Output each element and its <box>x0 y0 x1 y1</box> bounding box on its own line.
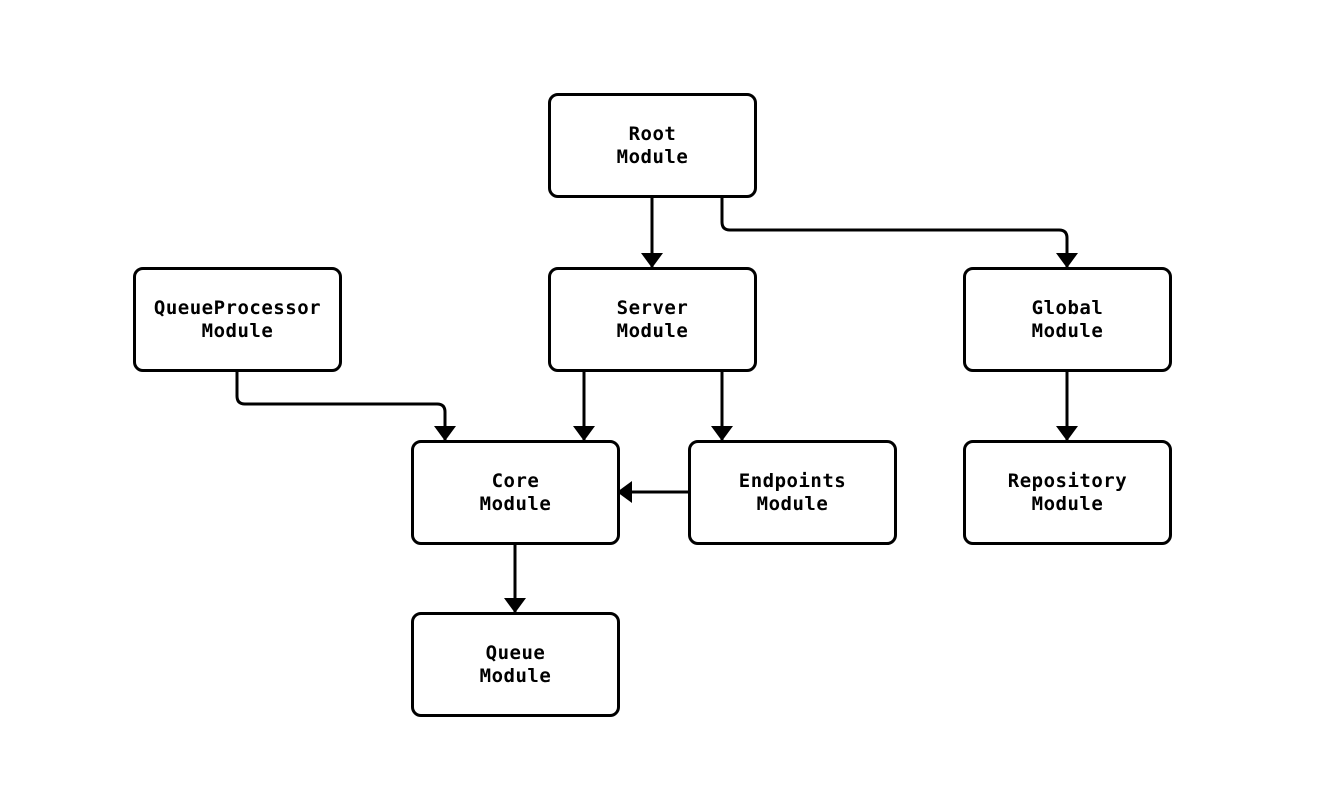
node-label-line: Module <box>1031 492 1104 515</box>
node-label-line: Root <box>628 122 677 145</box>
node-label: Core Module <box>480 470 552 516</box>
node-label-line: Queue <box>485 641 546 664</box>
node-global-module: Global Module <box>963 267 1172 372</box>
node-label-line: Module <box>1031 319 1104 342</box>
node-label-line: Module <box>479 664 552 687</box>
node-label-line: Module <box>616 145 689 168</box>
node-endpoints-module: Endpoints Module <box>688 440 897 545</box>
node-label: Global Module <box>1032 297 1104 343</box>
node-queue-module: Queue Module <box>411 612 620 717</box>
node-server-module: Server Module <box>548 267 757 372</box>
node-label-line: Module <box>616 319 689 342</box>
node-label: Queue Module <box>480 642 552 688</box>
node-label: Root Module <box>617 123 689 169</box>
node-label-line: QueueProcessor <box>153 296 322 319</box>
node-label-line: Repository <box>1007 469 1128 492</box>
node-repository-module: Repository Module <box>963 440 1172 545</box>
node-label-line: Module <box>201 319 274 342</box>
node-core-module: Core Module <box>411 440 620 545</box>
node-label-line: Module <box>756 492 829 515</box>
node-label: Endpoints Module <box>739 470 846 516</box>
node-label: QueueProcessor Module <box>154 297 321 343</box>
node-label-line: Core <box>491 469 540 492</box>
edge-queueprocessor-to-core <box>235 372 456 441</box>
node-label: Server Module <box>617 297 689 343</box>
node-label-line: Endpoints <box>738 469 847 492</box>
node-queueprocessor-module: QueueProcessor Module <box>133 267 342 372</box>
node-label-line: Global <box>1031 296 1104 319</box>
node-label-line: Module <box>479 492 552 515</box>
node-label-line: Server <box>616 296 689 319</box>
node-label: Repository Module <box>1008 470 1127 516</box>
edge-root-to-global <box>720 197 1078 268</box>
node-root-module: Root Module <box>548 93 757 198</box>
